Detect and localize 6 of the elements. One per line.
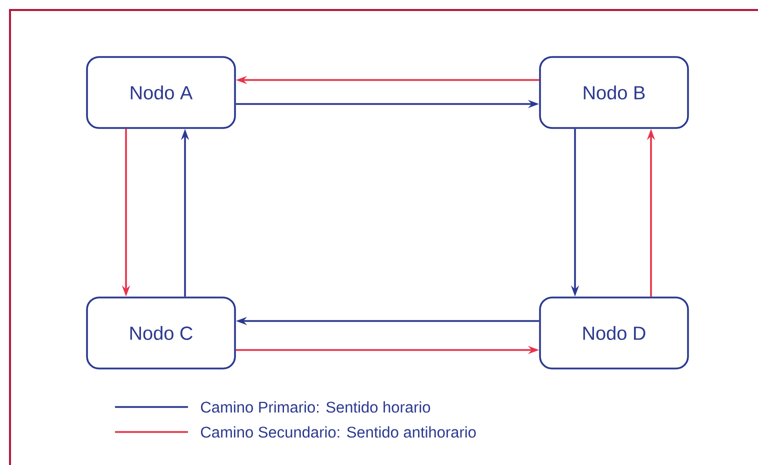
legend-text: Camino Primario: Sentido horario [201,401,430,413]
node-box: Nodo C [86,296,236,370]
node-box: Nodo B [539,56,689,129]
node-box: Nodo D [539,296,689,370]
legend-text: Camino Secundario: Sentido antihorario [201,426,476,438]
node-box: Nodo A [86,56,236,129]
